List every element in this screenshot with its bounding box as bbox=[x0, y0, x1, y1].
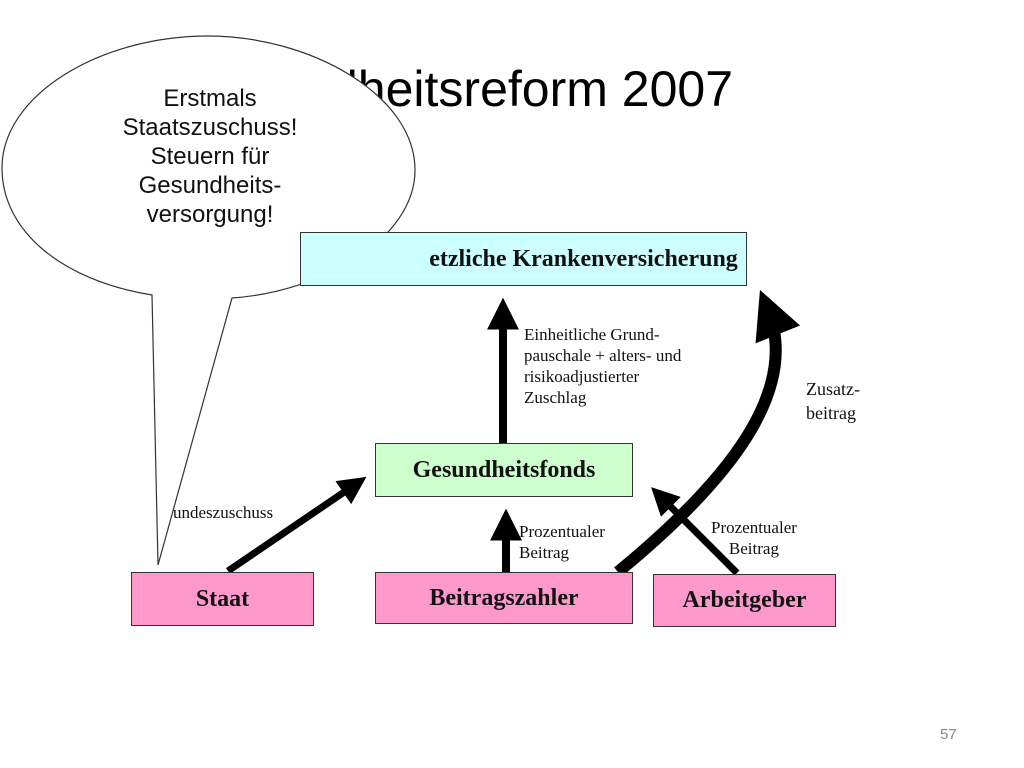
box-gesundheitsfonds-label: Gesundheitsfonds bbox=[412, 456, 596, 483]
label-line: risikoadjustierter bbox=[524, 367, 640, 386]
label-zusatzbeitrag: Zusatz- beitrag bbox=[806, 377, 860, 425]
box-beitragszahler: Beitragszahler bbox=[375, 572, 633, 624]
label-line: Prozentualer bbox=[711, 518, 797, 537]
label-line: Beitrag bbox=[728, 539, 779, 558]
box-gesundheitsfonds: Gesundheitsfonds bbox=[375, 443, 633, 497]
bubble-text: Erstmals Staatszuschuss! Steuern für Ges… bbox=[95, 84, 325, 229]
label-line: Zusatz- bbox=[806, 379, 860, 399]
arrow-arbeitgeber-to-fonds bbox=[651, 487, 740, 576]
label-prozentual-arbeitgeber: Prozentualer Beitrag bbox=[711, 517, 797, 559]
bubble-line: Steuern für bbox=[150, 143, 270, 170]
label-grundpauschale: Einheitliche Grund- pauschale + alters- … bbox=[524, 324, 681, 408]
box-arbeitgeber: Arbeitgeber bbox=[653, 574, 836, 627]
box-arbeitgeber-label: Arbeitgeber bbox=[682, 587, 807, 613]
arrow-zusatzbeitrag bbox=[614, 289, 801, 577]
bubble-line: Staatszuschuss! bbox=[122, 114, 298, 141]
label-prozentual-beitragszahler: Prozentualer Beitrag bbox=[519, 521, 605, 563]
box-staat: Staat bbox=[131, 572, 314, 626]
bubble-line: Gesundheits- bbox=[138, 172, 282, 199]
label-line: Prozentualer bbox=[519, 522, 605, 541]
box-krankenversicherung: etzliche Krankenversicherung bbox=[300, 232, 747, 286]
slide-title: dheitsreform 2007 bbox=[330, 61, 734, 117]
bubble-line: Erstmals bbox=[163, 85, 257, 112]
label-line: beitrag bbox=[806, 403, 856, 423]
label-line: pauschale + alters- und bbox=[524, 346, 682, 365]
label-line: Zuschlag bbox=[524, 388, 587, 407]
bubble-line: versorgung! bbox=[146, 201, 274, 228]
box-krankenversicherung-label: etzliche Krankenversicherung bbox=[429, 245, 738, 272]
box-staat-label: Staat bbox=[195, 585, 250, 612]
label-line: Einheitliche Grund- bbox=[524, 325, 660, 344]
arrow-staat-to-fonds bbox=[226, 476, 367, 574]
label-line: Beitrag bbox=[519, 543, 570, 562]
box-beitragszahler-label: Beitragszahler bbox=[429, 584, 579, 611]
page-number: 57 bbox=[940, 726, 957, 743]
speech-bubble bbox=[1, 35, 416, 566]
label-bundeszuschuss: undeszuschuss bbox=[173, 503, 274, 522]
